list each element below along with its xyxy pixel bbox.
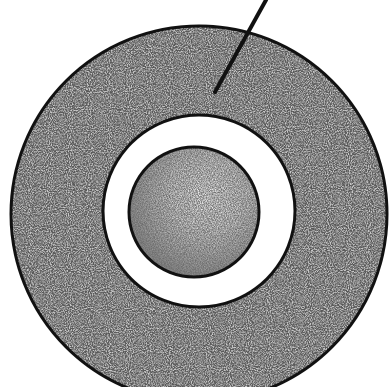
diagram-stage bbox=[0, 0, 389, 387]
cross-section-diagram bbox=[0, 0, 389, 387]
